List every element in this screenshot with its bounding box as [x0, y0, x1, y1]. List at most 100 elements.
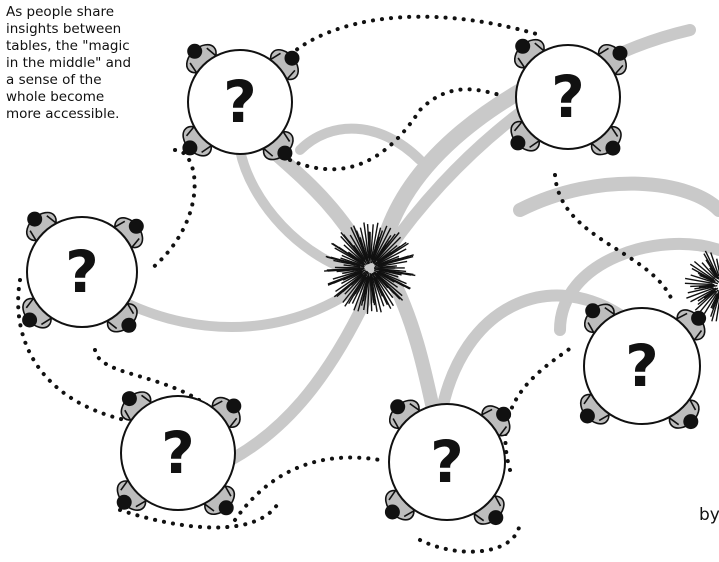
burst-ray [689, 263, 715, 281]
table-top [583, 307, 701, 425]
dotted-path-4 [16, 278, 127, 422]
person-head [277, 145, 293, 161]
dotted-path-10 [553, 173, 674, 302]
burst-ray [691, 267, 716, 283]
burst-ray [377, 272, 395, 283]
dotted-path-7 [118, 498, 282, 530]
burst-ray [340, 235, 365, 262]
person-head [384, 504, 400, 520]
burst-ray [333, 270, 367, 298]
swirl-arm-4 [379, 24, 696, 261]
burst-ray [686, 287, 715, 299]
credit-text: by [699, 505, 719, 525]
burst-ray [377, 270, 407, 285]
table-4: ? [116, 391, 242, 516]
table-top [515, 44, 621, 150]
burst-ray [693, 260, 719, 283]
person-head [128, 218, 144, 234]
person-head [121, 391, 137, 407]
dotted-path-9 [503, 343, 577, 472]
burst-ray [374, 271, 403, 297]
burst-ray [353, 276, 368, 311]
burst-ray [701, 262, 717, 279]
burst-ray [378, 242, 409, 264]
dotted-path-3 [148, 148, 197, 272]
caption-text: As people share insights between tables,… [6, 4, 132, 122]
person-head [182, 140, 198, 156]
person-head [488, 510, 504, 526]
person-head [218, 500, 234, 516]
dotted-path-2 [288, 87, 502, 172]
person-head [683, 414, 699, 430]
dotted-path-1 [288, 14, 542, 57]
person-head [515, 38, 531, 54]
magic-burst [324, 222, 416, 314]
person-head [27, 211, 43, 227]
burst-ray [359, 227, 370, 265]
burst-ray [334, 247, 363, 265]
table-6: ? [579, 303, 707, 430]
burst-ray [378, 270, 399, 278]
burst-ray [344, 275, 366, 307]
table-top [26, 216, 138, 328]
burst-ray [687, 286, 714, 294]
burst-ray [347, 251, 366, 265]
burst-ray [343, 244, 365, 264]
burst-ray [710, 289, 719, 309]
person-head [22, 312, 38, 328]
burst-ray [690, 284, 716, 288]
dotted-path-5 [93, 348, 232, 427]
burst-ray [376, 272, 399, 288]
burst-ray [376, 236, 402, 262]
swirl-arm-9 [554, 237, 719, 336]
burst-ray [372, 225, 388, 261]
burst-ray [710, 252, 719, 277]
person [182, 117, 222, 157]
burst-ray [344, 274, 364, 295]
person-head [510, 135, 526, 151]
burst-ray [703, 293, 718, 314]
question-mark: ? [551, 63, 585, 131]
burst-ray [370, 224, 374, 259]
burst-ray [341, 271, 364, 285]
table-1: ? [182, 43, 300, 161]
burst-ray [370, 222, 379, 261]
burst-ray [350, 227, 369, 265]
burst-ray [715, 299, 719, 322]
burst-ray [334, 266, 365, 269]
person-head [390, 399, 406, 415]
person-head [226, 398, 242, 414]
burst-ray [366, 276, 371, 314]
burst-ray [690, 274, 719, 285]
person-head [612, 45, 628, 61]
swirl-arm-8 [513, 176, 719, 217]
burst-ray [684, 282, 715, 286]
burst-ray [340, 257, 361, 266]
table-3: ? [22, 211, 144, 333]
burst-ray [684, 277, 713, 284]
question-mark: ? [65, 238, 99, 306]
burst-ray [341, 254, 365, 267]
burst-ray [694, 285, 718, 290]
burst-ray [703, 287, 719, 299]
burst-ray [353, 244, 366, 263]
burst-ray [342, 270, 369, 303]
burst-ray [374, 233, 396, 262]
table-2: ? [510, 38, 628, 156]
person-head [691, 310, 707, 326]
burst-ray [374, 276, 394, 307]
person-head [116, 494, 132, 510]
person-head [496, 406, 512, 422]
burst-ray [370, 277, 375, 303]
burst-ray [359, 237, 368, 259]
burst-ray [697, 289, 715, 302]
burst-ray [694, 290, 717, 311]
burst-ray [372, 277, 385, 307]
table-top [187, 49, 293, 155]
table-top [388, 403, 506, 521]
burst-ray [373, 232, 400, 264]
person-head [121, 317, 137, 333]
burst-ray [372, 230, 384, 260]
person-head [605, 140, 621, 156]
